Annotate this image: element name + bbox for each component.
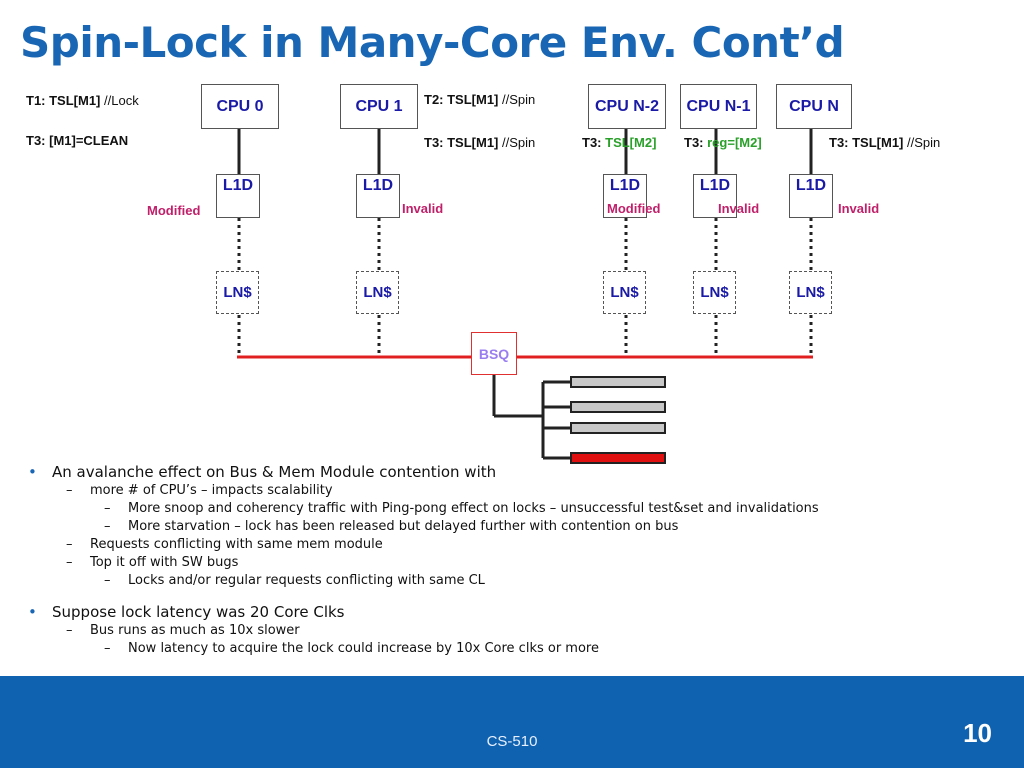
state-cpu1: Invalid [402, 201, 444, 216]
ln-cache-cpu1: LN$ [356, 271, 399, 314]
t2-annotation: T2: TSL[M1] //Spin [424, 92, 535, 107]
t3-cpun-comment: //Spin [907, 135, 941, 150]
cpu-0-box: CPU 0 [201, 84, 279, 129]
bullet-text: Now latency to acquire the lock could in… [128, 641, 599, 656]
l1d-cpun: L1D [789, 174, 833, 218]
t3-cpu1-comment: //Spin [502, 135, 536, 150]
bullet-text: Locks and/or regular requests conflictin… [128, 573, 485, 588]
ln-cache-cpun2: LN$ [603, 271, 646, 314]
mem-module-2 [570, 401, 666, 413]
bullet-l3: –More starvation – lock has been release… [104, 519, 679, 534]
bullet-text: Requests conflicting with same mem modul… [90, 537, 383, 552]
t1-annotation: T1: TSL[M1] //Lock [26, 93, 139, 108]
t2-command: T2: TSL[M1] [424, 92, 499, 107]
bullet-text: Suppose lock latency was 20 Core Clks [52, 603, 345, 621]
t3-cpun1-annotation: T3: reg=[M2] [684, 135, 762, 150]
course-label: CS-510 [486, 733, 538, 750]
page-number: 10 [963, 718, 992, 748]
mem-module-4 [570, 452, 666, 464]
t3-cpun2-prefix: T3: [582, 135, 602, 150]
t3-cpun-command: T3: TSL[M1] [829, 135, 904, 150]
ln-cache-cpun: LN$ [789, 271, 832, 314]
state-cpun1: Invalid [718, 201, 760, 216]
t3-clean-annotation: T3: [M1]=CLEAN [26, 133, 128, 148]
l1d-cpun2: L1D [603, 174, 647, 218]
l1d-cpun1: L1D [693, 174, 737, 218]
ln-cache-cpun1: LN$ [693, 271, 736, 314]
bullet-l2: –more # of CPU’s – impacts scalability [66, 483, 333, 498]
bullet-text: An avalanche effect on Bus & Mem Module … [52, 463, 497, 481]
mem-module-3 [570, 422, 666, 434]
bullet-l1: •An avalanche effect on Bus & Mem Module… [28, 463, 497, 481]
cpu-n1-box: CPU N-1 [680, 84, 757, 129]
bullet-l3: –Locks and/or regular requests conflicti… [104, 573, 485, 588]
t3-cpun1-command: reg=[M2] [707, 135, 762, 150]
bullet-l2: –Requests conflicting with same mem modu… [66, 537, 383, 552]
t3-cpun1-prefix: T3: [684, 135, 704, 150]
t3-cpun-annotation: T3: TSL[M1] //Spin [829, 135, 940, 150]
l1d-cpu1: L1D [356, 174, 400, 218]
footer-bar [0, 676, 1024, 768]
l1d-cpu0: L1D [216, 174, 260, 218]
bullet-l1: •Suppose lock latency was 20 Core Clks [28, 603, 345, 621]
bullet-l2: –Top it off with SW bugs [66, 555, 239, 570]
bullet-text: Top it off with SW bugs [90, 555, 239, 570]
t3-cpu1-annotation: T3: TSL[M1] //Spin [424, 135, 535, 150]
cpu-n-box: CPU N [776, 84, 852, 129]
t1-comment: //Lock [104, 93, 139, 108]
t1-command: T1: TSL[M1] [26, 93, 101, 108]
bullet-l3: –Now latency to acquire the lock could i… [104, 641, 599, 656]
bullet-text: More snoop and coherency traffic with Pi… [128, 501, 819, 516]
state-cpun2: Modified [607, 201, 661, 216]
cpu-n2-box: CPU N-2 [588, 84, 666, 129]
t3-cpun2-annotation: T3: TSL[M2] [582, 135, 656, 150]
bullet-list: •An avalanche effect on Bus & Mem Module… [28, 462, 819, 658]
bullet-l3: –More snoop and coherency traffic with P… [104, 501, 819, 516]
t3-clean-text: T3: [M1]=CLEAN [26, 133, 129, 148]
cpu-1-box: CPU 1 [340, 84, 418, 129]
bsq-box: BSQ [471, 332, 517, 375]
t3-cpun2-command: TSL[M2] [605, 135, 657, 150]
t3-cpu1-command: T3: TSL[M1] [424, 135, 499, 150]
t2-comment: //Spin [502, 92, 536, 107]
slide-title: Spin-Lock in Many-Core Env. Cont’d [20, 18, 845, 67]
state-cpun: Invalid [838, 201, 880, 216]
mem-module-1 [570, 376, 666, 388]
bullet-text: More starvation – lock has been released… [128, 519, 679, 534]
bullet-text: Bus runs as much as 10x slower [90, 623, 300, 638]
diagram-connectors [237, 129, 813, 464]
ln-cache-cpu0: LN$ [216, 271, 259, 314]
state-cpu0: Modified [147, 203, 201, 218]
bullet-l2: –Bus runs as much as 10x slower [66, 623, 300, 638]
bullet-text: more # of CPU’s – impacts scalability [90, 483, 333, 498]
